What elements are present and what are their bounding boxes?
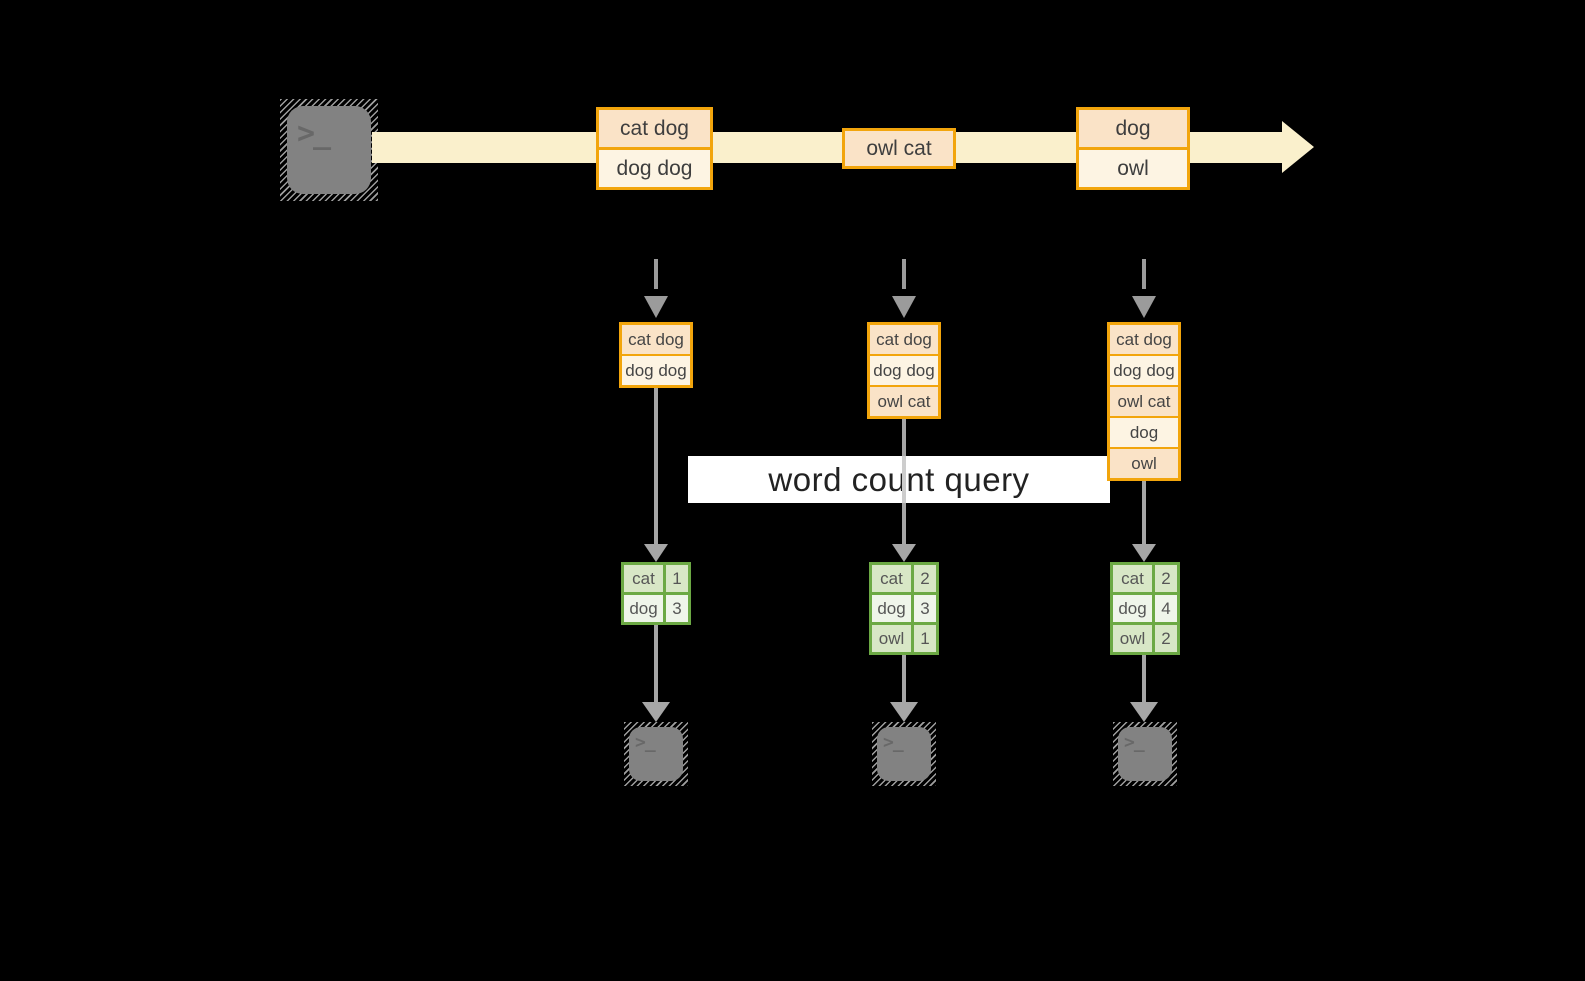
query-label: word count query bbox=[688, 456, 1110, 503]
result-word-cell: cat bbox=[872, 565, 911, 592]
connector-arrowhead-icon bbox=[644, 544, 668, 562]
stream-event-box-1: cat dog dog dog bbox=[596, 107, 713, 190]
input-line: dog bbox=[1110, 418, 1178, 447]
input-line: owl cat bbox=[870, 387, 938, 416]
dashed-arrow-icon bbox=[902, 259, 906, 289]
stream-event-line: owl bbox=[1079, 150, 1187, 187]
input-line: owl cat bbox=[1110, 387, 1178, 416]
output-terminal-icon: >_ bbox=[1113, 722, 1177, 786]
result-word-cell: dog bbox=[624, 595, 663, 622]
result-count-cell: 1 bbox=[666, 565, 688, 592]
terminal-screen bbox=[1118, 727, 1172, 781]
input-line: cat dog bbox=[870, 325, 938, 354]
result-count-cell: 3 bbox=[666, 595, 688, 622]
output-terminal-icon: >_ bbox=[624, 722, 688, 786]
terminal-prompt-glyph: >_ bbox=[297, 116, 331, 151]
result-count-cell: 2 bbox=[914, 565, 936, 592]
input-line: owl bbox=[1110, 449, 1178, 478]
connector-arrowhead-icon bbox=[1132, 544, 1156, 562]
dashed-arrow-icon bbox=[654, 259, 658, 289]
stream-timeline-arrowhead-icon bbox=[1282, 121, 1314, 173]
connector-arrowhead-icon bbox=[890, 702, 918, 722]
stream-event-line: cat dog bbox=[599, 110, 710, 147]
input-table-batch-1: cat dog dog dog bbox=[619, 322, 693, 388]
terminal-screen bbox=[877, 727, 931, 781]
connector-line bbox=[654, 625, 658, 702]
stream-event-line: owl cat bbox=[845, 131, 953, 166]
result-count-cell: 2 bbox=[1155, 565, 1177, 592]
dashed-arrowhead-icon bbox=[892, 296, 916, 318]
connector-line bbox=[654, 388, 658, 546]
terminal-screen bbox=[629, 727, 683, 781]
connector-line bbox=[1142, 481, 1146, 546]
input-line: dog dog bbox=[1110, 356, 1178, 385]
result-word-cell: cat bbox=[624, 565, 663, 592]
input-line: dog dog bbox=[870, 356, 938, 385]
output-terminal-icon: >_ bbox=[872, 722, 936, 786]
stream-event-line: dog dog bbox=[599, 150, 710, 187]
result-word-cell: owl bbox=[1113, 625, 1152, 652]
result-word-cell: dog bbox=[1113, 595, 1152, 622]
connector-line bbox=[902, 655, 906, 702]
stream-event-box-2: owl cat bbox=[842, 128, 956, 169]
input-table-batch-2: cat dog dog dog owl cat bbox=[867, 322, 941, 419]
result-count-cell: 4 bbox=[1155, 595, 1177, 622]
input-line: cat dog bbox=[1110, 325, 1178, 354]
stream-event-line: dog bbox=[1079, 110, 1187, 147]
terminal-prompt-glyph: >_ bbox=[1124, 732, 1145, 753]
connector-arrowhead-icon bbox=[1130, 702, 1158, 722]
connector-arrowhead-icon bbox=[642, 702, 670, 722]
result-count-cell: 1 bbox=[914, 625, 936, 652]
source-terminal-icon: >_ bbox=[280, 99, 378, 201]
result-word-cell: dog bbox=[872, 595, 911, 622]
stream-event-box-3: dog owl bbox=[1076, 107, 1190, 190]
result-table-batch-3: cat 2 dog 4 owl 2 bbox=[1110, 562, 1180, 655]
input-line: cat dog bbox=[622, 325, 690, 354]
connector-arrowhead-icon bbox=[892, 544, 916, 562]
result-word-cell: owl bbox=[872, 625, 911, 652]
input-table-batch-3: cat dog dog dog owl cat dog owl bbox=[1107, 322, 1181, 481]
dashed-arrowhead-icon bbox=[644, 296, 668, 318]
input-line: dog dog bbox=[622, 356, 690, 385]
dashed-arrow-icon bbox=[1142, 259, 1146, 289]
terminal-prompt-glyph: >_ bbox=[635, 732, 656, 753]
result-count-cell: 2 bbox=[1155, 625, 1177, 652]
result-word-cell: cat bbox=[1113, 565, 1152, 592]
result-count-cell: 3 bbox=[914, 595, 936, 622]
connector-line bbox=[1142, 655, 1146, 702]
result-table-batch-2: cat 2 dog 3 owl 1 bbox=[869, 562, 939, 655]
dashed-arrowhead-icon bbox=[1132, 296, 1156, 318]
connector-line-over-label bbox=[902, 456, 906, 503]
result-table-batch-1: cat 1 dog 3 bbox=[621, 562, 691, 625]
terminal-prompt-glyph: >_ bbox=[883, 732, 904, 753]
terminal-screen bbox=[287, 106, 371, 194]
